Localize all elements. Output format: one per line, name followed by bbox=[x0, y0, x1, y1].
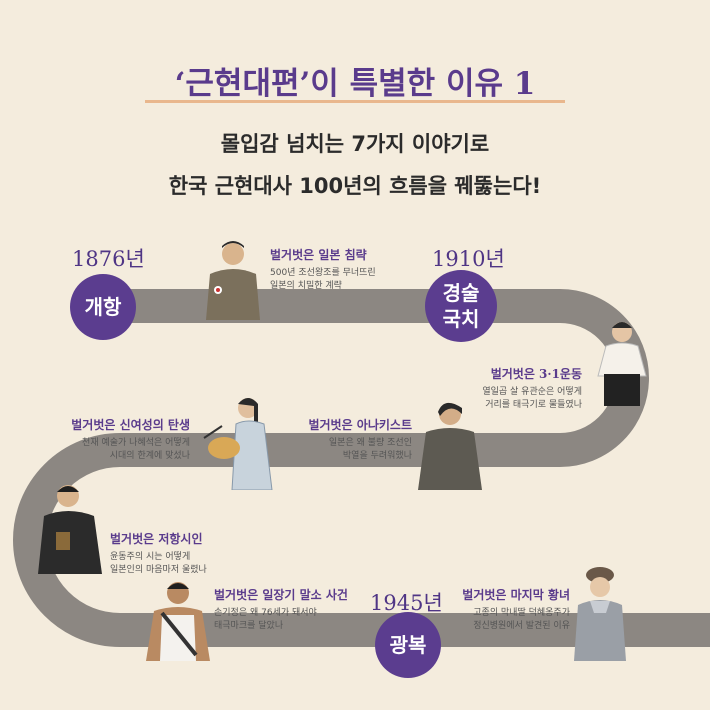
son-kijung-illustration bbox=[146, 582, 210, 661]
milestone-circle-gyeongsul-gukchi: 경술 국치 bbox=[425, 270, 497, 342]
park-yeol-illustration bbox=[418, 402, 482, 490]
japanese-officer-illustration bbox=[206, 241, 260, 320]
story-title: 벌거벗은 3·1운동 bbox=[490, 367, 582, 381]
milestone-circle-gwangbok: 광복 bbox=[375, 612, 441, 678]
year-1945: 1945년 bbox=[370, 591, 443, 615]
yu-gwansun-illustration bbox=[597, 322, 647, 406]
story-title: 벌거벗은 일본 침략 bbox=[270, 248, 367, 262]
story-title: 벌거벗은 신여성의 탄생 bbox=[71, 418, 190, 432]
story-title: 벌거벗은 일장기 말소 사건 bbox=[214, 588, 348, 602]
subtitle-line-1: 몰입감 넘치는 7가지 이야기로 bbox=[220, 132, 490, 156]
year-1910: 1910년 bbox=[432, 247, 505, 271]
page-title: ‘근현대편’이 특별한 이유 1 bbox=[174, 66, 536, 102]
story-title: 벌거벗은 마지막 황녀 bbox=[462, 588, 570, 602]
milestone-circle-gaehang: 개항 bbox=[70, 274, 136, 340]
subtitle-line-2: 한국 근현대사 100년의 흐름을 꿰뚫는다! bbox=[168, 174, 542, 198]
yun-dongju-illustration bbox=[38, 485, 102, 574]
na-hyeseok-illustration bbox=[203, 398, 273, 490]
story-title: 벌거벗은 아나키스트 bbox=[308, 418, 412, 432]
year-1876: 1876년 bbox=[72, 247, 145, 271]
story-title: 벌거벗은 저항시인 bbox=[110, 532, 203, 546]
deokhye-princess-illustration bbox=[574, 567, 626, 661]
title-underline bbox=[145, 100, 565, 103]
